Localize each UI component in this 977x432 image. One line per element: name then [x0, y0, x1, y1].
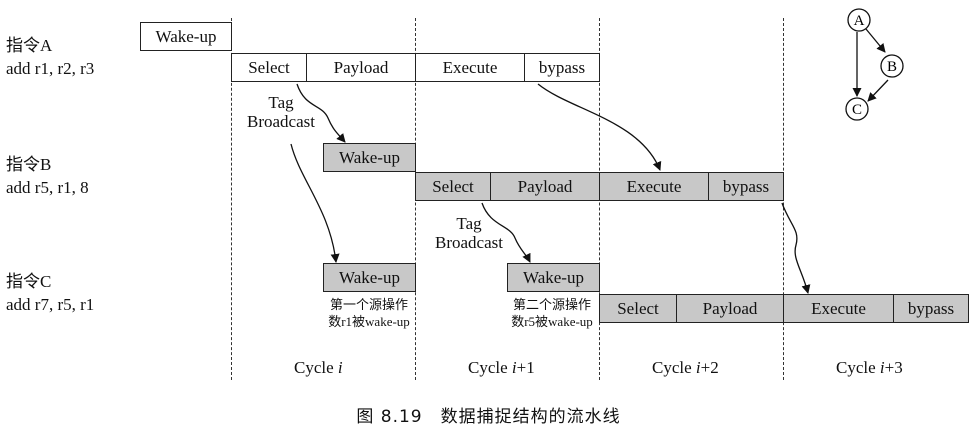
a-bypass-stage: bypass — [524, 53, 600, 82]
b-select-stage: Select — [415, 172, 491, 201]
note-first-line2: 数r1被wake-up — [328, 314, 410, 329]
instruction-c-code: add r7, r5, r1 — [6, 295, 95, 314]
graph-node-a-label: A — [854, 13, 865, 29]
graph-node-c-label: C — [852, 102, 862, 118]
tag-broadcast-2-line1: Tag — [456, 214, 482, 233]
b-bypass-stage: bypass — [708, 172, 784, 201]
arrow-b-bypass-to-c-execute — [781, 202, 811, 294]
note-second-operand: 第二个源操作 数r5被wake-up — [494, 296, 610, 330]
graph-node-b — [880, 54, 904, 78]
arrow-a-bypass-to-b-execute — [537, 83, 662, 171]
tag-broadcast-label-1: Tag Broadcast — [234, 93, 328, 131]
tag-broadcast-1-line2: Broadcast — [247, 112, 315, 131]
note-second-line1: 第二个源操作 — [512, 297, 591, 312]
c-payload-stage: Payload — [676, 294, 784, 323]
tag-broadcast-1-line1: Tag — [268, 93, 294, 112]
cycle-boundary-1 — [231, 18, 232, 380]
cycle-label-3: Cycle i+2 — [652, 358, 719, 377]
note-first-operand: 第一个源操作 数r1被wake-up — [311, 296, 427, 330]
arrow-b-select-to-c-wakeup — [481, 202, 531, 263]
instruction-c-name: 指令C — [6, 272, 52, 291]
cycle-label-2: Cycle i+1 — [468, 358, 535, 377]
instruction-b-code: add r5, r1, 8 — [6, 178, 89, 197]
instruction-a-code: add r1, r2, r3 — [6, 59, 95, 78]
c-bypass-stage: bypass — [893, 294, 969, 323]
b-payload-stage: Payload — [490, 172, 600, 201]
b-execute-stage: Execute — [599, 172, 709, 201]
graph-node-a — [847, 8, 871, 32]
note-first-line1: 第一个源操作 — [329, 297, 408, 312]
graph-node-c — [845, 97, 869, 121]
a-execute-stage: Execute — [415, 53, 525, 82]
arrow-a-select-to-b-wakeup — [296, 83, 346, 143]
dependency-graph: A B C — [845, 8, 904, 121]
c-wakeup-stage-2: Wake-up — [507, 263, 600, 292]
graph-edge-a-b — [865, 28, 886, 53]
instruction-b-name: 指令B — [6, 155, 52, 174]
c-wakeup-stage-1: Wake-up — [323, 263, 416, 292]
instruction-a-name: 指令A — [6, 36, 53, 55]
c-select-stage: Select — [599, 294, 677, 323]
figure-caption: 图 8.19 数据捕捉结构的流水线 — [356, 407, 621, 427]
tag-broadcast-2-line2: Broadcast — [435, 233, 503, 252]
a-select-stage: Select — [231, 53, 307, 82]
b-wakeup-stage: Wake-up — [323, 143, 416, 172]
a-wakeup-stage: Wake-up — [140, 22, 232, 51]
a-payload-stage: Payload — [306, 53, 416, 82]
graph-node-b-label: B — [887, 59, 897, 75]
cycle-label-1: Cycle i — [294, 358, 343, 377]
graph-edge-b-c — [867, 79, 889, 102]
cycle-label-4: Cycle i+3 — [836, 358, 903, 377]
tag-broadcast-label-2: Tag Broadcast — [422, 214, 516, 252]
arrow-a-select-to-c-wakeup — [290, 143, 340, 263]
note-second-line2: 数r5被wake-up — [511, 314, 593, 329]
c-execute-stage: Execute — [783, 294, 894, 323]
